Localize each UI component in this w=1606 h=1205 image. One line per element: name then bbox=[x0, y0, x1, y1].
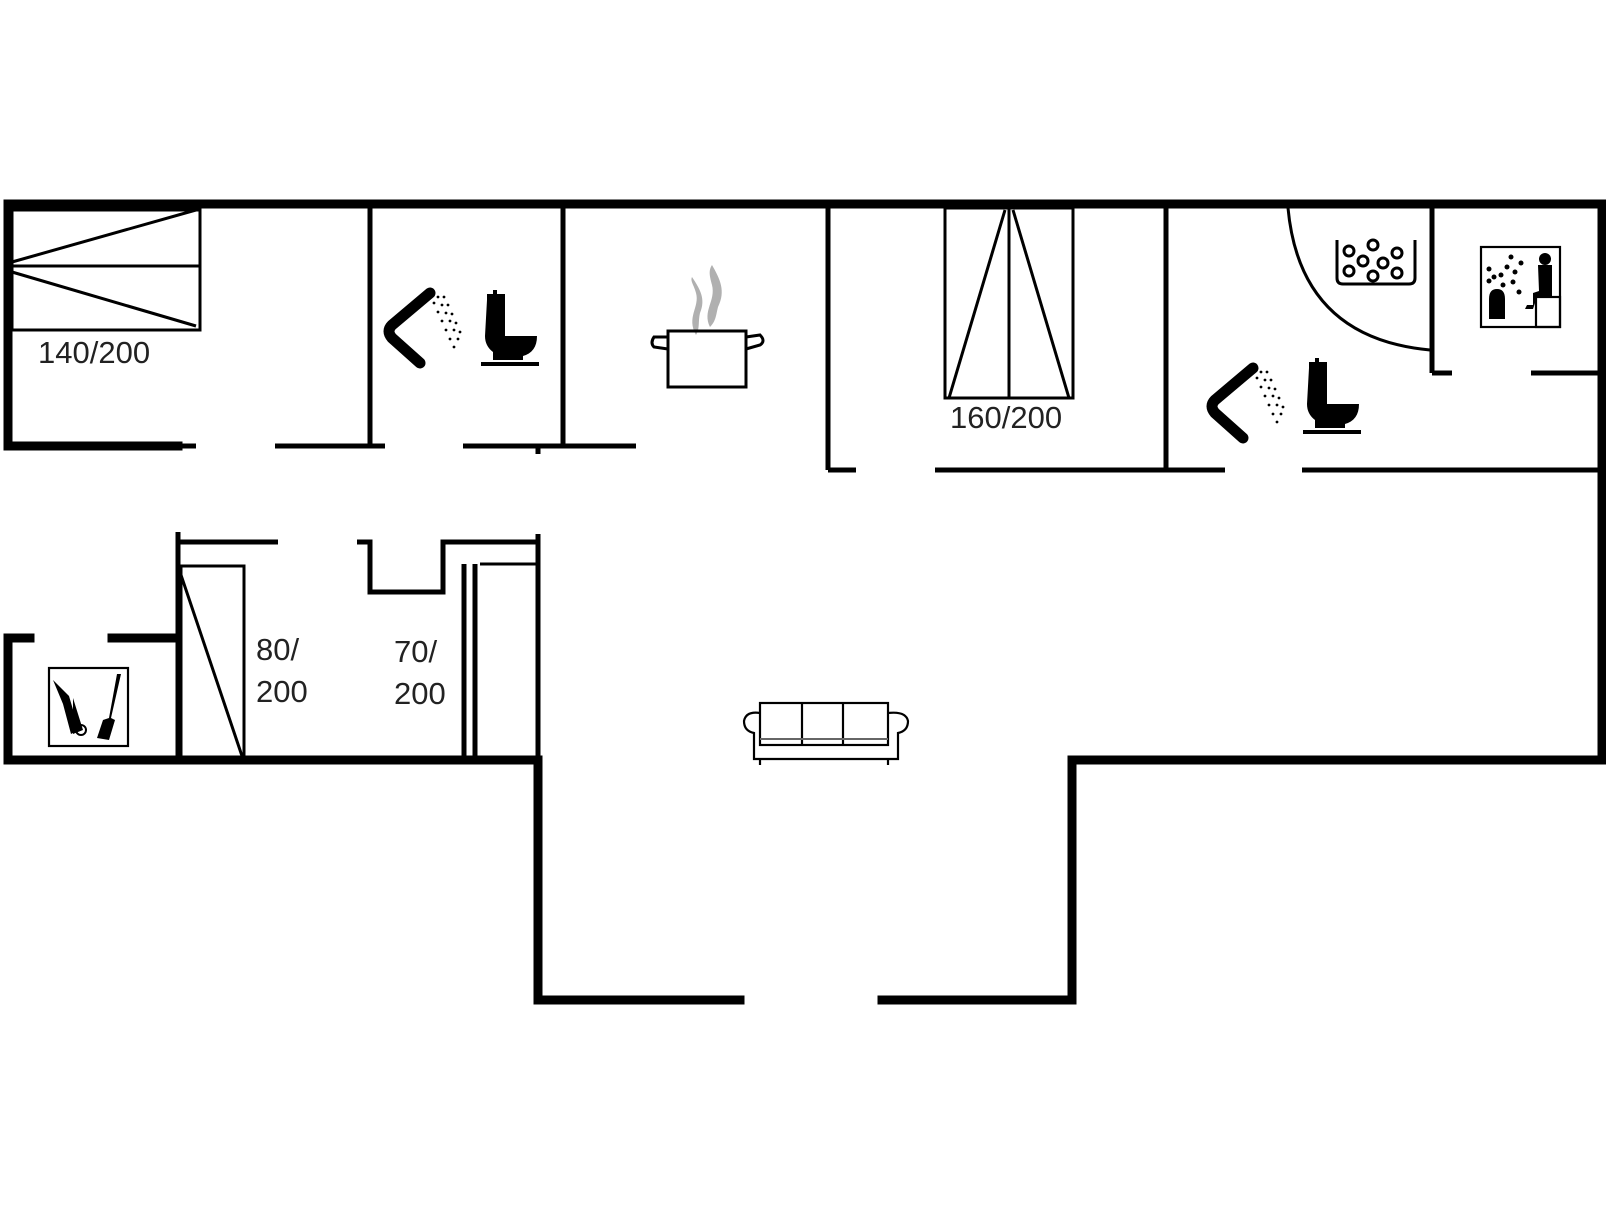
single-bed-icon bbox=[179, 564, 246, 762]
double-bed-icon bbox=[10, 208, 202, 332]
toilet-icon bbox=[1303, 358, 1361, 434]
shower-icon bbox=[1206, 362, 1285, 444]
cooking-pot-icon bbox=[650, 265, 765, 389]
shower-icon bbox=[383, 287, 462, 369]
bed-size-label-bedroom-4-line2: 200 bbox=[394, 676, 446, 711]
whirlpool-icon bbox=[1335, 238, 1417, 286]
bed-size-label-bedroom-3-line2: 200 bbox=[256, 674, 308, 709]
cleaning-tools-icon bbox=[47, 666, 130, 748]
whirlpool-door-arc bbox=[1286, 207, 1431, 352]
toilet-icon bbox=[481, 290, 539, 366]
double-bed-icon bbox=[943, 206, 1075, 400]
bed-size-label-bedroom-1: 140/200 bbox=[38, 335, 151, 370]
bed-size-label-bedroom-3-line1: 80/ bbox=[256, 632, 300, 667]
bunk-bed-icon bbox=[461, 562, 538, 760]
exterior-walls bbox=[3, 199, 1606, 1005]
sauna-icon bbox=[1479, 245, 1562, 329]
bed-size-label-bedroom-4-line1: 70/ bbox=[394, 634, 438, 669]
bed-size-label-bedroom-2: 160/200 bbox=[950, 400, 1063, 435]
interior-walls bbox=[175, 204, 1600, 760]
sofa-icon bbox=[742, 701, 910, 765]
